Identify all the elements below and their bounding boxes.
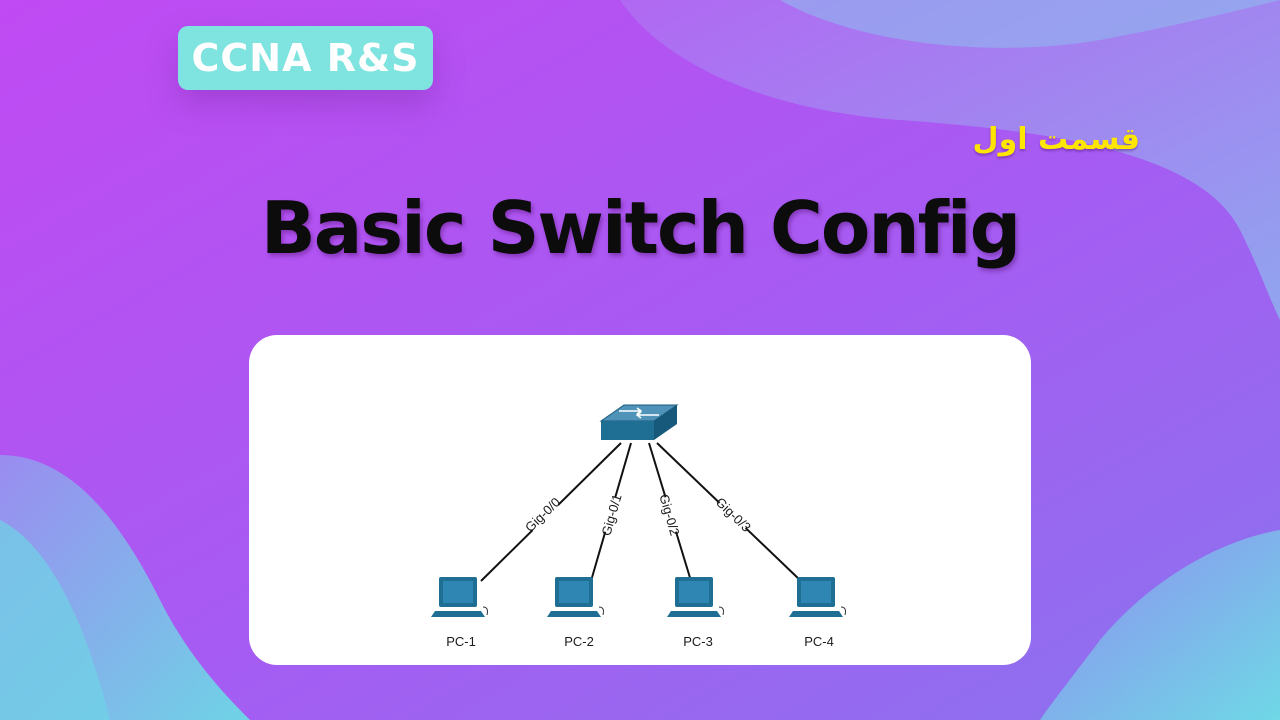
pc-label-2: PC-2 <box>564 634 594 649</box>
course-badge-label: CCNA R&S <box>191 36 420 80</box>
pc-icon-4[interactable] <box>789 577 846 617</box>
pc-label-4: PC-4 <box>804 634 834 649</box>
episode-subtitle: قسمت اول <box>972 122 1140 157</box>
course-badge: CCNA R&S <box>178 26 433 90</box>
page-title: Basic Switch Config <box>260 186 1021 270</box>
pc-icon-3[interactable] <box>667 577 724 617</box>
switch-icon[interactable] <box>599 404 679 440</box>
pc-label-3: PC-3 <box>683 634 713 649</box>
diagram-card: Gig-0/0 Gig-0/1 Gig-0/2 Gig-0/3 <box>249 335 1031 665</box>
pc-icon-2[interactable] <box>547 577 604 617</box>
network-topology-diagram: Gig-0/0 Gig-0/1 Gig-0/2 Gig-0/3 <box>431 404 846 649</box>
pc-icon-1[interactable] <box>431 577 488 617</box>
pc-label-1: PC-1 <box>446 634 476 649</box>
